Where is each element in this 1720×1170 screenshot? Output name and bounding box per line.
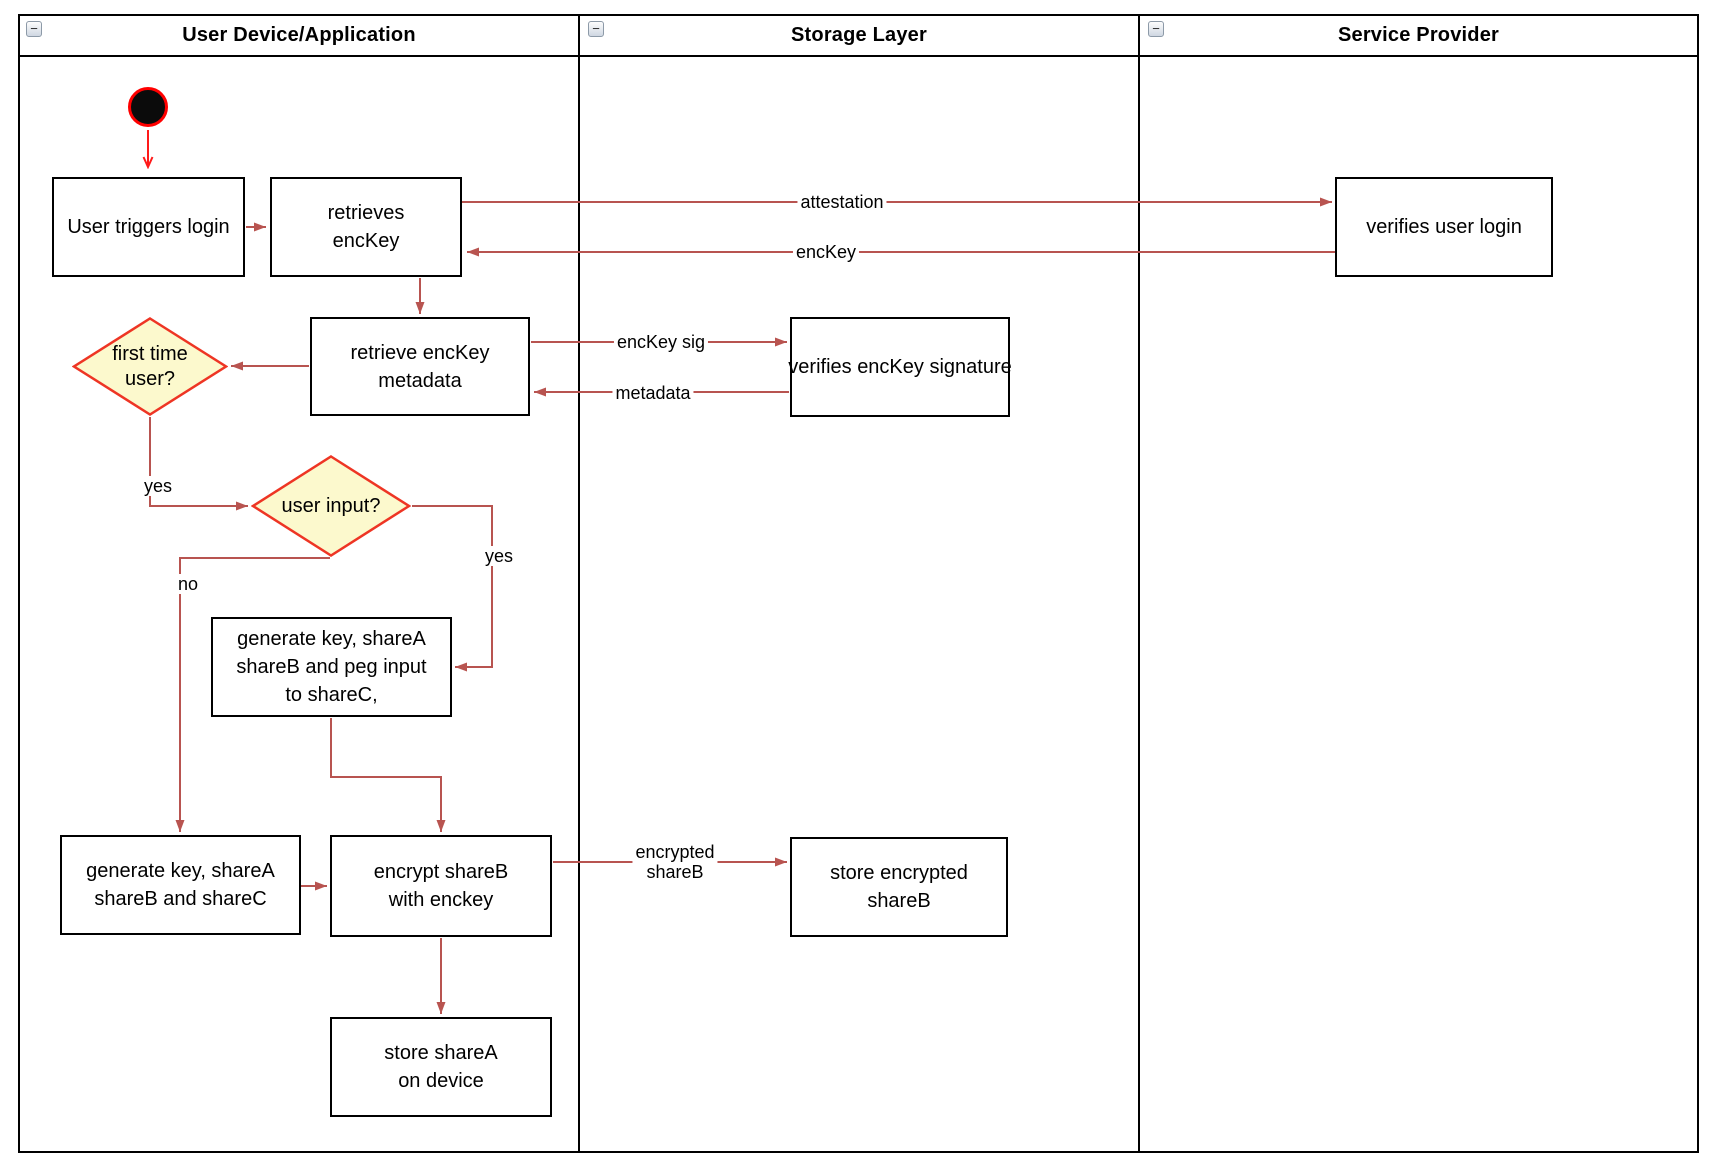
node-user-triggers-login[interactable]: User triggers login (52, 177, 245, 277)
node-generate-key-peg-input[interactable]: generate key, shareA shareB and peg inpu… (211, 617, 452, 717)
edge-label-no: no (174, 574, 202, 594)
node-verifies-enckey-signature[interactable]: verifies encKey signature (788, 317, 1012, 417)
pool-border (18, 14, 1699, 1153)
start-node[interactable] (128, 87, 168, 127)
edge-label-encrypted-shareb: encrypted shareB (632, 842, 718, 882)
decision-user-input[interactable]: user input? (251, 455, 411, 557)
node-verifies-user-login[interactable]: verifies user login (1335, 177, 1553, 277)
edge-label-metadata: metadata (612, 383, 694, 403)
decision-label: first time user? (112, 342, 188, 390)
edge-label-yes-second: yes (481, 546, 517, 566)
node-retrieve-enckey-metadata[interactable]: retrieve encKey metadata (310, 317, 530, 416)
node-retrieves-enckey[interactable]: retrieves encKey (270, 177, 462, 277)
lane-header-user-device[interactable]: User Device/Application (20, 16, 578, 55)
lane-title-storage-layer: Storage Layer (791, 24, 927, 46)
edge-userinput-yes[interactable] (412, 505, 493, 672)
lane-divider-1 (578, 14, 580, 1151)
edge-label-yes-first: yes (140, 476, 176, 496)
lane-header-service-provider[interactable]: Service Provider (1140, 16, 1697, 55)
lane-title-service-provider: Service Provider (1337, 24, 1500, 46)
collapse-lane-minus-icon[interactable]: − (588, 21, 604, 37)
node-store-sharea-on-device[interactable]: store shareA on device (330, 1017, 552, 1117)
lane-header-storage-layer[interactable]: Storage Layer (580, 16, 1138, 55)
lane-title-user-device: User Device/Application (182, 24, 416, 46)
edge-userinput-no[interactable] (175, 557, 330, 832)
collapse-lane-minus-icon[interactable]: − (26, 21, 42, 37)
diamond-shape (72, 317, 228, 416)
node-generate-key-abc[interactable]: generate key, shareA shareB and shareC (60, 835, 301, 935)
edge-label-attestation: attestation (797, 192, 887, 212)
edge-firsttime-yes[interactable] (149, 417, 248, 511)
lane-header-separator (18, 55, 1699, 57)
lane-divider-2 (1138, 14, 1140, 1151)
diamond-shape (251, 455, 411, 557)
decision-first-time-user[interactable]: first time user? (72, 317, 228, 416)
edge-label-enckey: encKey (792, 242, 860, 262)
edge-label-enckey-sig: encKey sig (613, 332, 709, 352)
collapse-lane-minus-icon[interactable]: − (1148, 21, 1164, 37)
edge-peg-to-encrypt[interactable] (330, 718, 446, 832)
node-encrypt-shareb[interactable]: encrypt shareB with enckey (330, 835, 552, 937)
decision-label: user input? (281, 494, 381, 517)
node-store-encrypted-shareb[interactable]: store encrypted shareB (790, 837, 1008, 937)
